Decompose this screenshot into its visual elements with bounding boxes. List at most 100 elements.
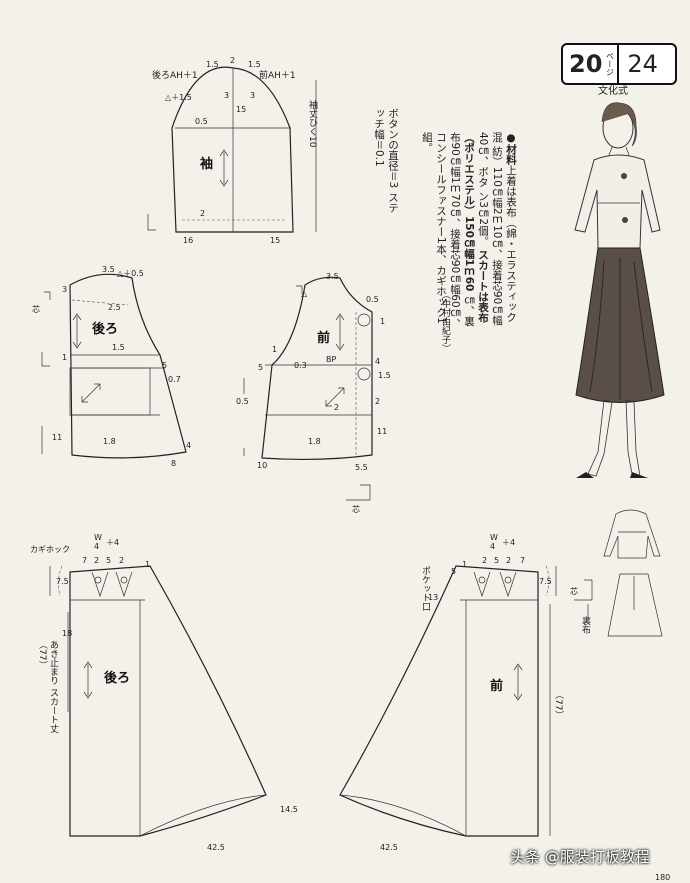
back-skirt-d5: 5 bbox=[106, 556, 111, 565]
back-bodice-title: 後ろ bbox=[92, 321, 118, 337]
front-bp: BP bbox=[326, 355, 336, 364]
inset-lining: 裏布 bbox=[580, 616, 590, 634]
front-skirt-w: W bbox=[490, 533, 498, 542]
back-l07: 0.7 bbox=[168, 375, 181, 384]
back-l5: 5 bbox=[162, 361, 167, 370]
back-l15: 1.5 bbox=[112, 343, 125, 352]
back-skirt-l425: 42.5 bbox=[207, 843, 225, 852]
back-l11: 11 bbox=[52, 433, 62, 442]
front-skirt-d2b: 2 bbox=[506, 556, 511, 565]
front-skirt-d5: 5 bbox=[494, 556, 499, 565]
front-l4: 4 bbox=[375, 357, 380, 366]
page-badge: 20 ページ 24 bbox=[561, 43, 677, 85]
sleeve-pattern: 袖 後ろAH＋1 前AH＋1 △＋1.5 1.5 2 1.5 3 3 0.5 1… bbox=[147, 56, 317, 245]
materials-text: ●材料上着は表布（綿・エラスティック混 紡）110㎝幅2ｍ10㎝、接着芯90㎝幅… bbox=[420, 132, 518, 332]
front-l2b: 2 bbox=[375, 397, 380, 406]
back-l8: 8 bbox=[171, 459, 176, 468]
button-diameter: ボタンの直径＝3 bbox=[387, 108, 399, 189]
back-skirt-d7: 7 bbox=[82, 556, 87, 565]
front-skirt-pocket: ポケット口 bbox=[420, 566, 430, 611]
back-skirt-four: 4 bbox=[94, 542, 99, 551]
front-l55: 5.5 bbox=[355, 463, 368, 472]
front-l10: 10 bbox=[257, 461, 267, 470]
front-l18: 1.8 bbox=[308, 437, 321, 446]
materials-line-2: ン3㎝2個。 bbox=[477, 190, 489, 247]
front-skirt-d1: 1 bbox=[462, 560, 467, 569]
watermark: 头条 @服装打板教程 bbox=[510, 848, 650, 866]
front-l03: 0.3 bbox=[294, 361, 307, 370]
sleeve-length-label: 袖丈ひく10 bbox=[307, 100, 317, 148]
inset-shin: 芯 bbox=[570, 586, 578, 596]
sleeve-tri: △＋1.5 bbox=[165, 93, 192, 102]
drafting-method: 文化式 bbox=[598, 86, 628, 97]
front-l1b: 1 bbox=[272, 345, 277, 354]
sleeve-a2: 3 bbox=[250, 91, 255, 100]
sleeve-hem-n: 2 bbox=[200, 209, 205, 218]
front-skirt-l425: 42.5 bbox=[380, 843, 398, 852]
back-skirt-l18: 18 bbox=[62, 629, 72, 638]
front-l15a: 1.5 bbox=[378, 371, 391, 380]
front-skirt-l5: 5 bbox=[451, 567, 456, 576]
back-skirt-d2b: 2 bbox=[119, 556, 124, 565]
front-bodice-pattern: 前 3.5 △ 0.5 1 1 BP 0.3 5 4 0.5 1.5 2 2 1… bbox=[236, 272, 391, 514]
back-l4: 4 bbox=[186, 441, 191, 450]
back-skirt-d1: 1 bbox=[145, 560, 150, 569]
front-shin: 芯 bbox=[352, 504, 360, 514]
back-skirt-pattern: 後ろ カギホック W 4 ＋4 7 2 5 2 1 7.5 18 14.5 42… bbox=[30, 533, 298, 852]
sleeve-cap1: 1.5 bbox=[206, 60, 219, 69]
sleeve-hem-right: 15 bbox=[270, 236, 280, 245]
back-shin: 芯 bbox=[32, 304, 40, 314]
materials-heading: ●材料 bbox=[505, 132, 517, 165]
sleeve-cap2: 2 bbox=[230, 56, 235, 65]
back-skirt-l145: 14.5 bbox=[280, 805, 298, 814]
front-skirt-d2: 2 bbox=[482, 556, 487, 565]
front-l5: 5 bbox=[258, 363, 263, 372]
back-skirt-plus4: ＋4 bbox=[106, 538, 119, 547]
back-skirt-length: スカート丈（77） bbox=[37, 640, 58, 733]
back-bodice-pattern: 後ろ 3.5 △＋0.5 3 2.5 芯 1 1.5 5 0.7 11 1.8 … bbox=[32, 265, 191, 468]
front-l1a: 1 bbox=[380, 317, 385, 326]
sleeve-back-ah: 後ろAH＋1 bbox=[152, 69, 198, 81]
front-skirt-plus4: ＋4 bbox=[502, 538, 515, 547]
sleeve-title: 袖 bbox=[200, 156, 213, 172]
back-tri05: △＋0.5 bbox=[117, 269, 144, 278]
materials-line-3: スカートは表布（ポリエステル）150㎝幅1ｍ60 bbox=[463, 132, 489, 323]
back-skirt-l75: 7.5 bbox=[56, 577, 69, 586]
badge-unit: ページ bbox=[605, 52, 615, 76]
button-note: ボタンの直径＝3 ステッチ幅＝0.1 bbox=[372, 108, 400, 218]
back-skirt-hook: カギホック bbox=[30, 545, 70, 554]
front-bodice-title: 前 bbox=[317, 330, 330, 346]
back-l3: 3 bbox=[62, 285, 67, 294]
page-number: 180 bbox=[655, 873, 671, 882]
front-skirt-pattern: 前 W 4 ＋4 1 2 5 2 7 5 7.5 13 42.5 bbox=[339, 533, 557, 852]
materials-line-5: コンシールファスナー1本、カギホック1組。 bbox=[421, 132, 447, 324]
sleeve-15: 15 bbox=[236, 105, 246, 114]
sleeve-cap3: 1.5 bbox=[248, 60, 261, 69]
back-skirt-w: W bbox=[94, 533, 102, 542]
sleeve-hem-left: 16 bbox=[183, 236, 193, 245]
back-l35: 3.5 bbox=[102, 265, 115, 274]
back-skirt-opening-label: あき止まり bbox=[48, 640, 58, 685]
front-l11: 11 bbox=[377, 427, 387, 436]
back-skirt-title: 後ろ bbox=[104, 670, 130, 686]
back-skirt-opening: あき止まり スカート丈（77） bbox=[36, 640, 58, 740]
back-l25: 2.5 bbox=[108, 303, 121, 312]
front-skirt-l13: 13 bbox=[428, 593, 438, 602]
badge-size-no: 24 bbox=[617, 45, 662, 83]
front-l2: 2 bbox=[334, 403, 339, 412]
front-l05b: 0.5 bbox=[236, 397, 249, 406]
front-l35: 3.5 bbox=[326, 272, 339, 281]
sleeve-05: 0.5 bbox=[195, 117, 208, 126]
front-tri: △ bbox=[301, 289, 308, 298]
front-skirt-d7: 7 bbox=[520, 556, 525, 565]
front-skirt-length: （77） bbox=[553, 690, 563, 720]
back-l1: 1 bbox=[62, 353, 67, 362]
front-skirt-title: 前 bbox=[490, 678, 503, 694]
model-illustration: 芯 bbox=[570, 102, 665, 637]
stitch-width: ステッチ幅＝0.1 bbox=[373, 108, 399, 213]
back-l18: 1.8 bbox=[103, 437, 116, 446]
materials-line-1: 紡）110㎝幅2ｍ10㎝、接着芯90㎝幅40㎝、ボタ bbox=[477, 132, 503, 326]
sleeve-front-ah: 前AH＋1 bbox=[259, 69, 296, 81]
